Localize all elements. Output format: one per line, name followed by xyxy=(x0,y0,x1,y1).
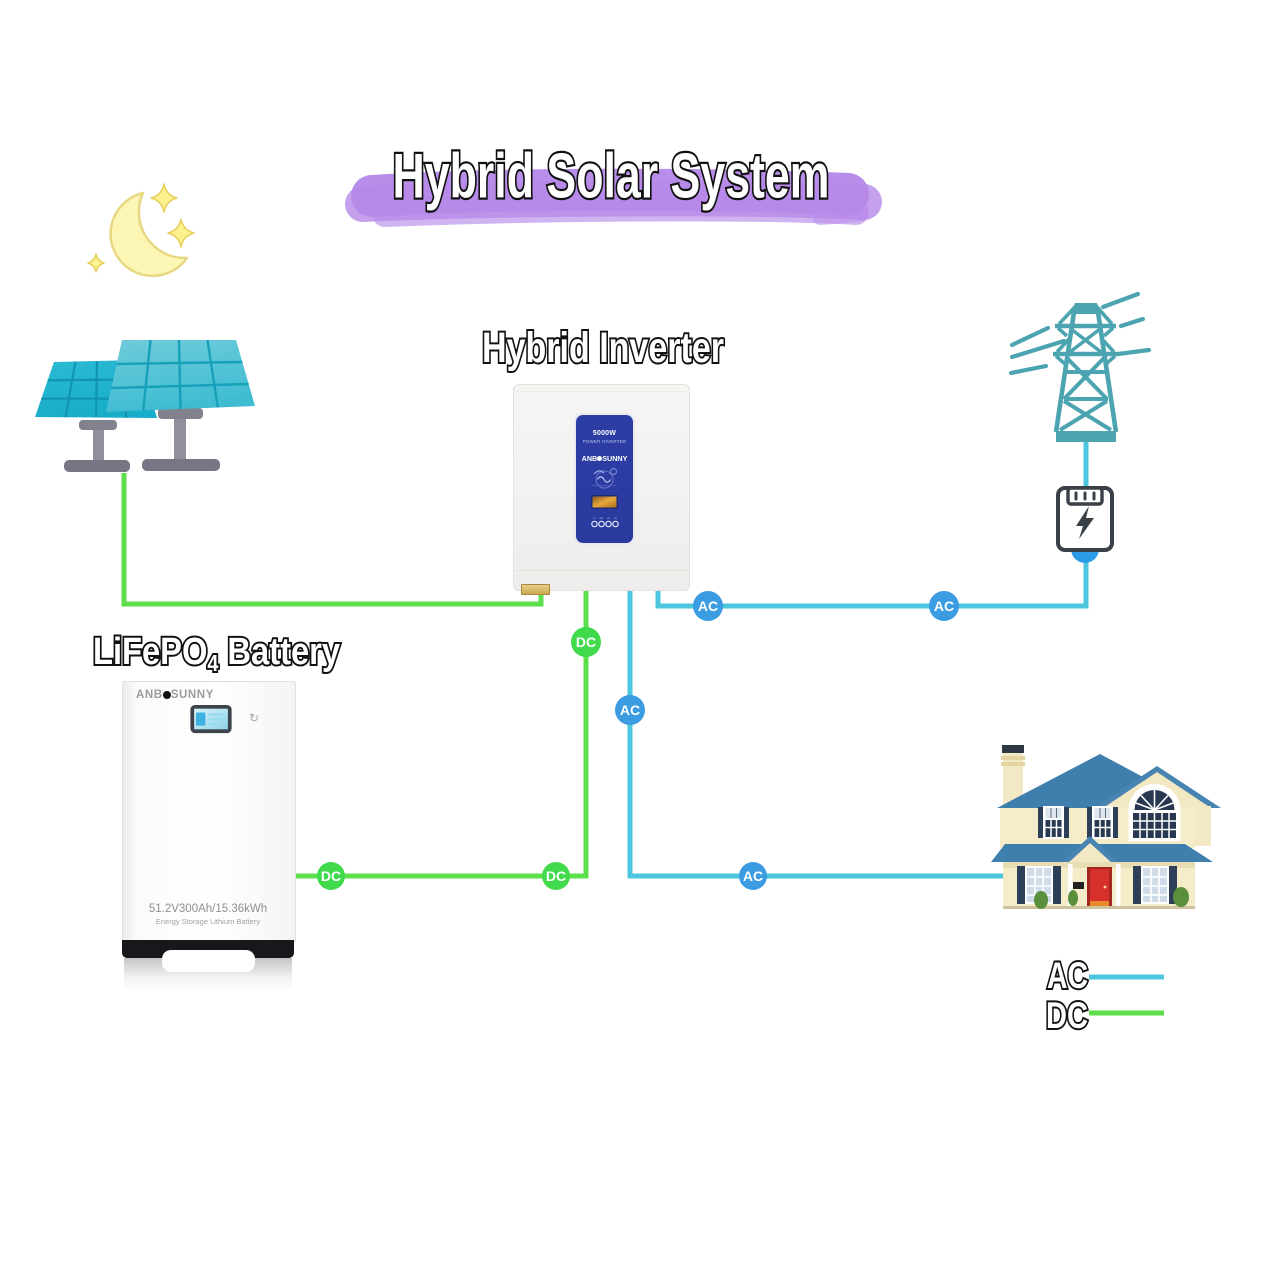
svg-text:AC: AC xyxy=(743,868,763,884)
svg-text:DC: DC xyxy=(576,634,596,650)
svg-text:DC: DC xyxy=(1046,995,1088,1036)
svg-text:Hybrid Solar System: Hybrid Solar System xyxy=(393,142,830,212)
svg-text:ON: ON xyxy=(614,518,618,520)
svg-text:SET: SET xyxy=(606,518,611,520)
svg-text:AC: AC xyxy=(698,598,718,614)
svg-text:PV: PV xyxy=(593,518,596,520)
svg-text:Hybrid Inverter: Hybrid Inverter xyxy=(482,324,724,372)
svg-text:AC: AC xyxy=(934,598,954,614)
svg-text:DC: DC xyxy=(321,868,341,884)
svg-text:BAT: BAT xyxy=(599,517,604,520)
svg-text:AC: AC xyxy=(620,702,640,718)
svg-text:DC: DC xyxy=(546,868,566,884)
svg-text:AC: AC xyxy=(1047,955,1088,996)
svg-text:LiFePO4 Battery: LiFePO4 Battery xyxy=(93,631,340,676)
